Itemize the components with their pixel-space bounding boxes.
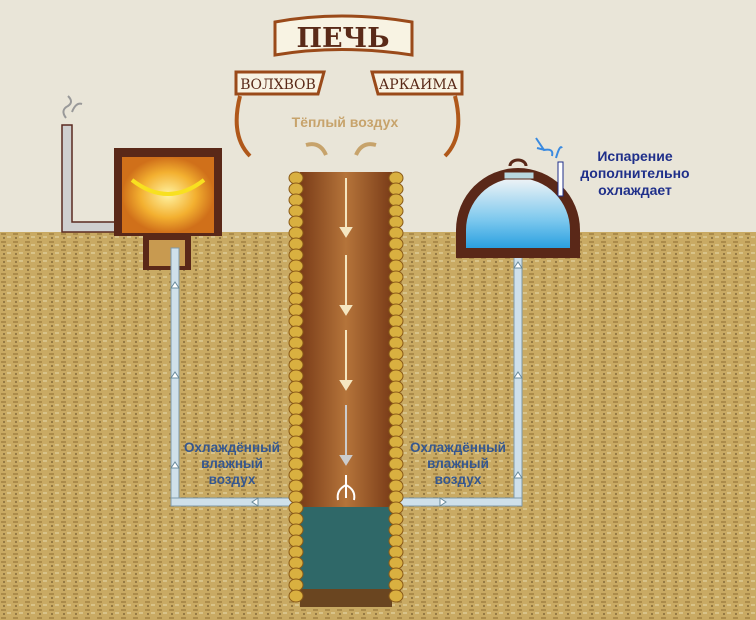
log-end [288,237,304,251]
cooling-dome [456,137,580,258]
log-end [388,556,404,570]
log-end [288,303,304,317]
log-end [288,204,304,218]
log-end [288,490,304,504]
log-end [388,325,404,339]
evaporation-line-2: дополнительно [580,165,690,181]
log-end [288,193,304,207]
log-end [288,501,304,515]
log-end [388,424,404,438]
log-end [288,336,304,350]
stove-firebox [114,148,222,270]
title-banner: ПЕЧЬ ВОЛХВОВ АРКАИМА [234,14,464,158]
cooled-left-line-2: влажный [201,456,263,471]
log-end [388,292,404,306]
log-end [288,292,304,306]
log-end [388,347,404,361]
log-end [288,270,304,284]
log-end [288,413,304,427]
evaporation-line-1: Испарение [597,148,673,164]
log-end [388,270,404,284]
log-end [388,523,404,537]
log-end [388,226,404,240]
log-end [288,567,304,581]
log-end [388,237,404,251]
log-end [288,589,304,603]
left-flow-arrows [170,281,259,507]
log-end [388,490,404,504]
evaporation-line-3: охлаждает [598,182,672,198]
log-end [288,358,304,372]
log-end [388,402,404,416]
log-end [288,534,304,548]
log-end [288,369,304,383]
log-end [288,578,304,592]
log-end [388,369,404,383]
log-end [388,578,404,592]
log-end [388,336,404,350]
log-end [388,314,404,328]
log-end [388,259,404,273]
log-end [388,501,404,515]
right-flow-arrows [439,261,523,507]
log-end [288,226,304,240]
log-end [288,545,304,559]
warm-air-label: Тёплый воздух [291,114,399,130]
log-end [288,523,304,537]
warm-air-arrows [305,142,377,501]
log-end [288,314,304,328]
log-end [388,545,404,559]
cooled-air-label-right: Охлаждённый влажный воздух [398,440,518,488]
log-end [388,281,404,295]
log-end [388,380,404,394]
cooled-air-label-left: Охлаждённый влажный воздух [172,440,292,488]
cooled-left-line-3: воздух [208,472,256,487]
log-end [388,413,404,427]
log-end [288,171,304,185]
log-end [388,248,404,262]
log-end [288,556,304,570]
log-end [288,380,304,394]
log-end [388,303,404,317]
log-end [288,512,304,526]
log-end [288,391,304,405]
log-end [388,204,404,218]
log-end [388,358,404,372]
log-end [288,259,304,273]
evaporation-label: Испарение дополнительно охлаждает [580,148,690,199]
cooled-left-line-1: Охлаждённый [184,440,280,455]
log-end [288,182,304,196]
log-end [388,171,404,185]
log-end [388,215,404,229]
log-end [288,325,304,339]
title-main: ПЕЧЬ [296,23,389,54]
log-end [288,215,304,229]
log-end [388,567,404,581]
title-right: АРКАИМА [379,77,458,93]
cooled-right-line-2: влажный [427,456,489,471]
log-end [288,248,304,262]
cooled-right-line-3: воздух [434,472,482,487]
log-end [388,182,404,196]
title-left: ВОЛХВОВ [240,77,315,93]
log-end [288,347,304,361]
log-end [288,424,304,438]
log-end [288,281,304,295]
log-end [288,402,304,416]
cooled-right-line-1: Охлаждённый [410,440,506,455]
log-end [388,534,404,548]
log-end [388,589,404,603]
log-end [388,391,404,405]
log-end [388,193,404,207]
log-end [388,512,404,526]
